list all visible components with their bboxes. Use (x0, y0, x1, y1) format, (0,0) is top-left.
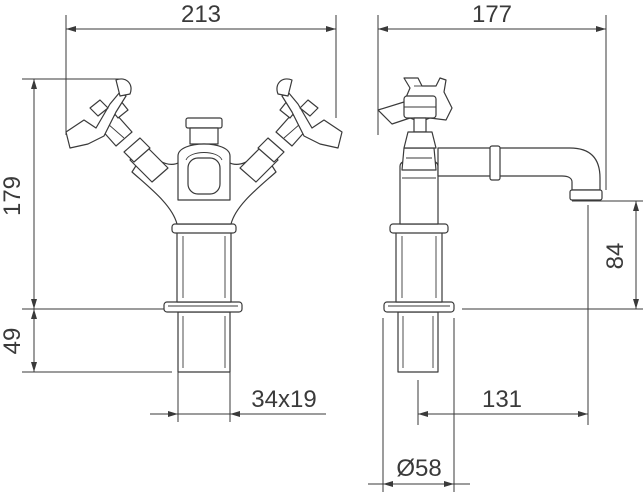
spout-height-label: 84 (602, 243, 629, 270)
side-spout (437, 147, 601, 191)
base-height-dimension: 49 (0, 309, 37, 372)
spout-reach-label: 131 (482, 386, 522, 413)
front-height-label: 179 (0, 176, 26, 216)
side-pillar (395, 231, 443, 303)
side-view-tap (377, 77, 603, 373)
front-spout-mouth (187, 157, 221, 195)
side-spout-ring (489, 145, 501, 181)
side-width-dimension: 177 (377, 1, 607, 190)
side-shank (397, 311, 439, 373)
front-spout-neck (189, 127, 219, 145)
side-width-label: 177 (472, 1, 512, 28)
side-valve-nut (401, 147, 437, 171)
side-base-flange (383, 301, 455, 313)
front-base-flange (163, 301, 243, 313)
side-spout-tip (569, 189, 603, 201)
front-width-label: 213 (181, 1, 221, 28)
spout-reach-dimension: 131 (417, 205, 589, 425)
base-diameter-dimension: Ø58 (368, 318, 470, 492)
front-shank (177, 311, 231, 373)
front-collar (171, 223, 237, 234)
base-height-label: 49 (0, 328, 26, 355)
spout-height-dimension: 84 (462, 200, 643, 310)
front-right-cross-handle (276, 78, 343, 149)
front-view-tap (65, 78, 343, 373)
shank-size-dimension: 34x19 (150, 372, 326, 422)
shank-size-label: 34x19 (251, 386, 316, 413)
front-spout-top (185, 117, 223, 129)
front-pillar (176, 231, 232, 303)
front-left-cross-handle (65, 78, 132, 149)
side-cross-handle (377, 77, 453, 149)
front-width-dimension: 213 (65, 1, 337, 135)
base-diameter-label: Ø58 (396, 455, 441, 482)
front-height-dimension: 179 (0, 78, 172, 373)
side-collar (389, 223, 449, 234)
